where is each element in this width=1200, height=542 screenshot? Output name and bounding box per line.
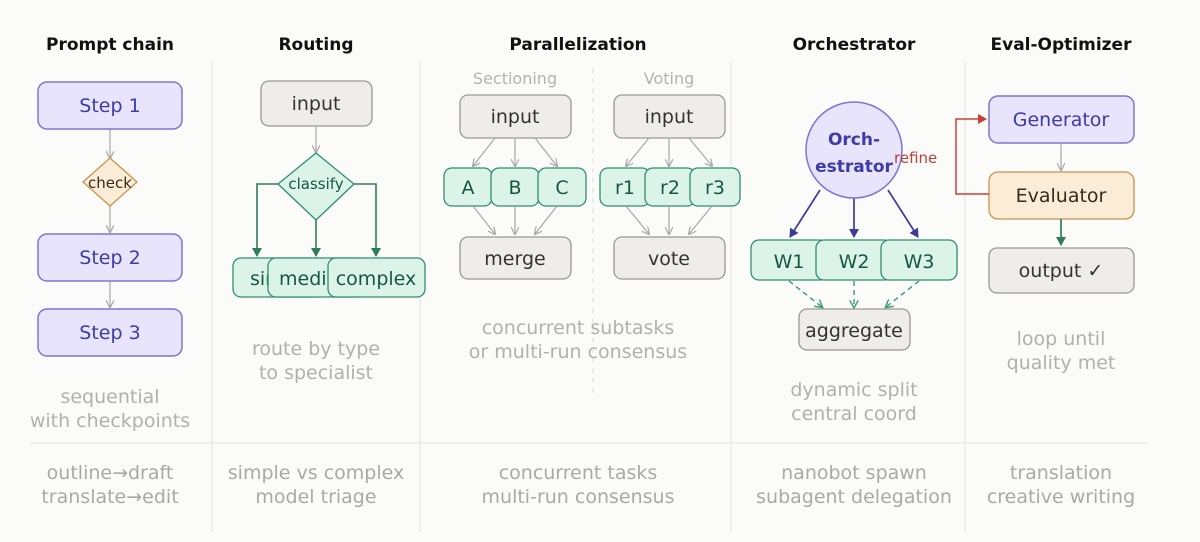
simple-label: simple xyxy=(250,268,313,290)
output-label: output ✓ xyxy=(1019,260,1104,282)
complex-node xyxy=(327,257,426,298)
medium-label: medium xyxy=(279,268,357,290)
vote-r2-label: r2 xyxy=(660,177,680,199)
routing-title: Routing xyxy=(278,35,353,55)
evaluator-label: Evaluator xyxy=(1016,185,1107,207)
aggregate-node xyxy=(798,308,911,351)
step3-node xyxy=(37,308,183,357)
prompt-chain-caption-2: with checkpoints xyxy=(30,410,190,432)
voting-input-label: input xyxy=(645,106,694,128)
step3-label: Step 3 xyxy=(79,322,140,344)
step1-node xyxy=(37,81,183,130)
worker-w3-label: W3 xyxy=(904,251,935,273)
routing-caption-2: to specialist xyxy=(259,362,373,384)
routing-example-1: simple vs complex xyxy=(228,462,404,484)
worker-w1-label: W1 xyxy=(774,251,805,273)
column-parallelization: Parallelization Sectioning input A B C m… xyxy=(443,35,741,508)
worker-w2-label: W2 xyxy=(839,251,870,273)
eval-optimizer-example-2: creative writing xyxy=(987,486,1135,508)
step2-node xyxy=(37,233,183,282)
eval-optimizer-caption-1: loop until xyxy=(1017,328,1106,350)
orchestrator-example-1: nanobot spawn xyxy=(781,462,927,484)
orchestrator-label-1: Orch- xyxy=(828,130,880,150)
classify-diamond xyxy=(277,152,355,221)
eval-optimizer-title: Eval-Optimizer xyxy=(991,35,1133,55)
vote-r1-label: r1 xyxy=(615,177,635,199)
prompt-chain-example-2: translate→edit xyxy=(41,486,178,508)
parallelization-caption-2: or multi-run consensus xyxy=(469,341,687,363)
orchestrator-node xyxy=(805,101,903,199)
column-orchestrator: Orchestrator Orch- estrator W1 W2 W3 agg… xyxy=(750,35,958,508)
complex-label: complex xyxy=(336,268,417,290)
routing-example-2: model triage xyxy=(255,486,376,508)
vote-node xyxy=(613,236,726,280)
aggregate-label: aggregate xyxy=(805,320,903,342)
column-prompt-chain: Prompt chain Step 1 check Step 2 Step 3 … xyxy=(30,35,190,508)
section-b-label: B xyxy=(508,177,521,199)
orchestrator-label-2: estrator xyxy=(815,157,893,177)
routing-input-label: input xyxy=(292,93,341,115)
merge-node xyxy=(459,236,572,280)
orchestrator-caption-1: dynamic split xyxy=(790,379,917,401)
prompt-chain-title: Prompt chain xyxy=(46,35,174,55)
section-c-label: C xyxy=(555,177,568,199)
column-separators xyxy=(30,62,1148,532)
merge-label: merge xyxy=(484,248,545,270)
step2-label: Step 2 xyxy=(79,247,140,269)
worker-w3-node xyxy=(880,239,958,281)
vote-r3-node xyxy=(689,167,741,207)
section-c-node xyxy=(537,167,587,207)
parallelization-example-1: concurrent tasks xyxy=(499,462,658,484)
prompt-chain-example-1: outline→draft xyxy=(47,462,174,484)
orchestrator-title: Orchestrator xyxy=(793,35,916,55)
vote-label: vote xyxy=(648,248,690,270)
parallelization-title: Parallelization xyxy=(509,35,646,55)
column-eval-optimizer: Eval-Optimizer Generator Evaluator refin… xyxy=(894,35,1135,508)
refine-loop-arrow xyxy=(955,114,989,195)
section-a-label: A xyxy=(462,177,475,199)
sectioning-input-label: input xyxy=(491,106,540,128)
classify-label: classify xyxy=(288,175,343,193)
generator-label: Generator xyxy=(1013,109,1110,131)
check-label: check xyxy=(88,174,132,192)
routing-caption-1: route by type xyxy=(252,338,380,360)
output-node xyxy=(988,247,1135,294)
prompt-chain-caption-1: sequential xyxy=(60,386,159,408)
vote-r3-label: r3 xyxy=(705,177,725,199)
parallelization-example-2: multi-run consensus xyxy=(482,486,675,508)
refine-label: refine xyxy=(894,149,937,167)
parallelization-caption-1: concurrent subtasks xyxy=(482,317,675,339)
sectioning-label: Sectioning xyxy=(473,69,557,88)
eval-optimizer-caption-2: quality met xyxy=(1007,352,1116,374)
check-diamond xyxy=(82,157,138,207)
orchestrator-example-2: subagent delegation xyxy=(756,486,952,508)
voting-label: Voting xyxy=(644,69,695,88)
orchestrator-caption-2: central coord xyxy=(791,403,917,425)
step1-label: Step 1 xyxy=(79,95,140,117)
eval-optimizer-example-1: translation xyxy=(1010,462,1112,484)
column-routing: Routing input classify simple medium com… xyxy=(228,35,426,508)
